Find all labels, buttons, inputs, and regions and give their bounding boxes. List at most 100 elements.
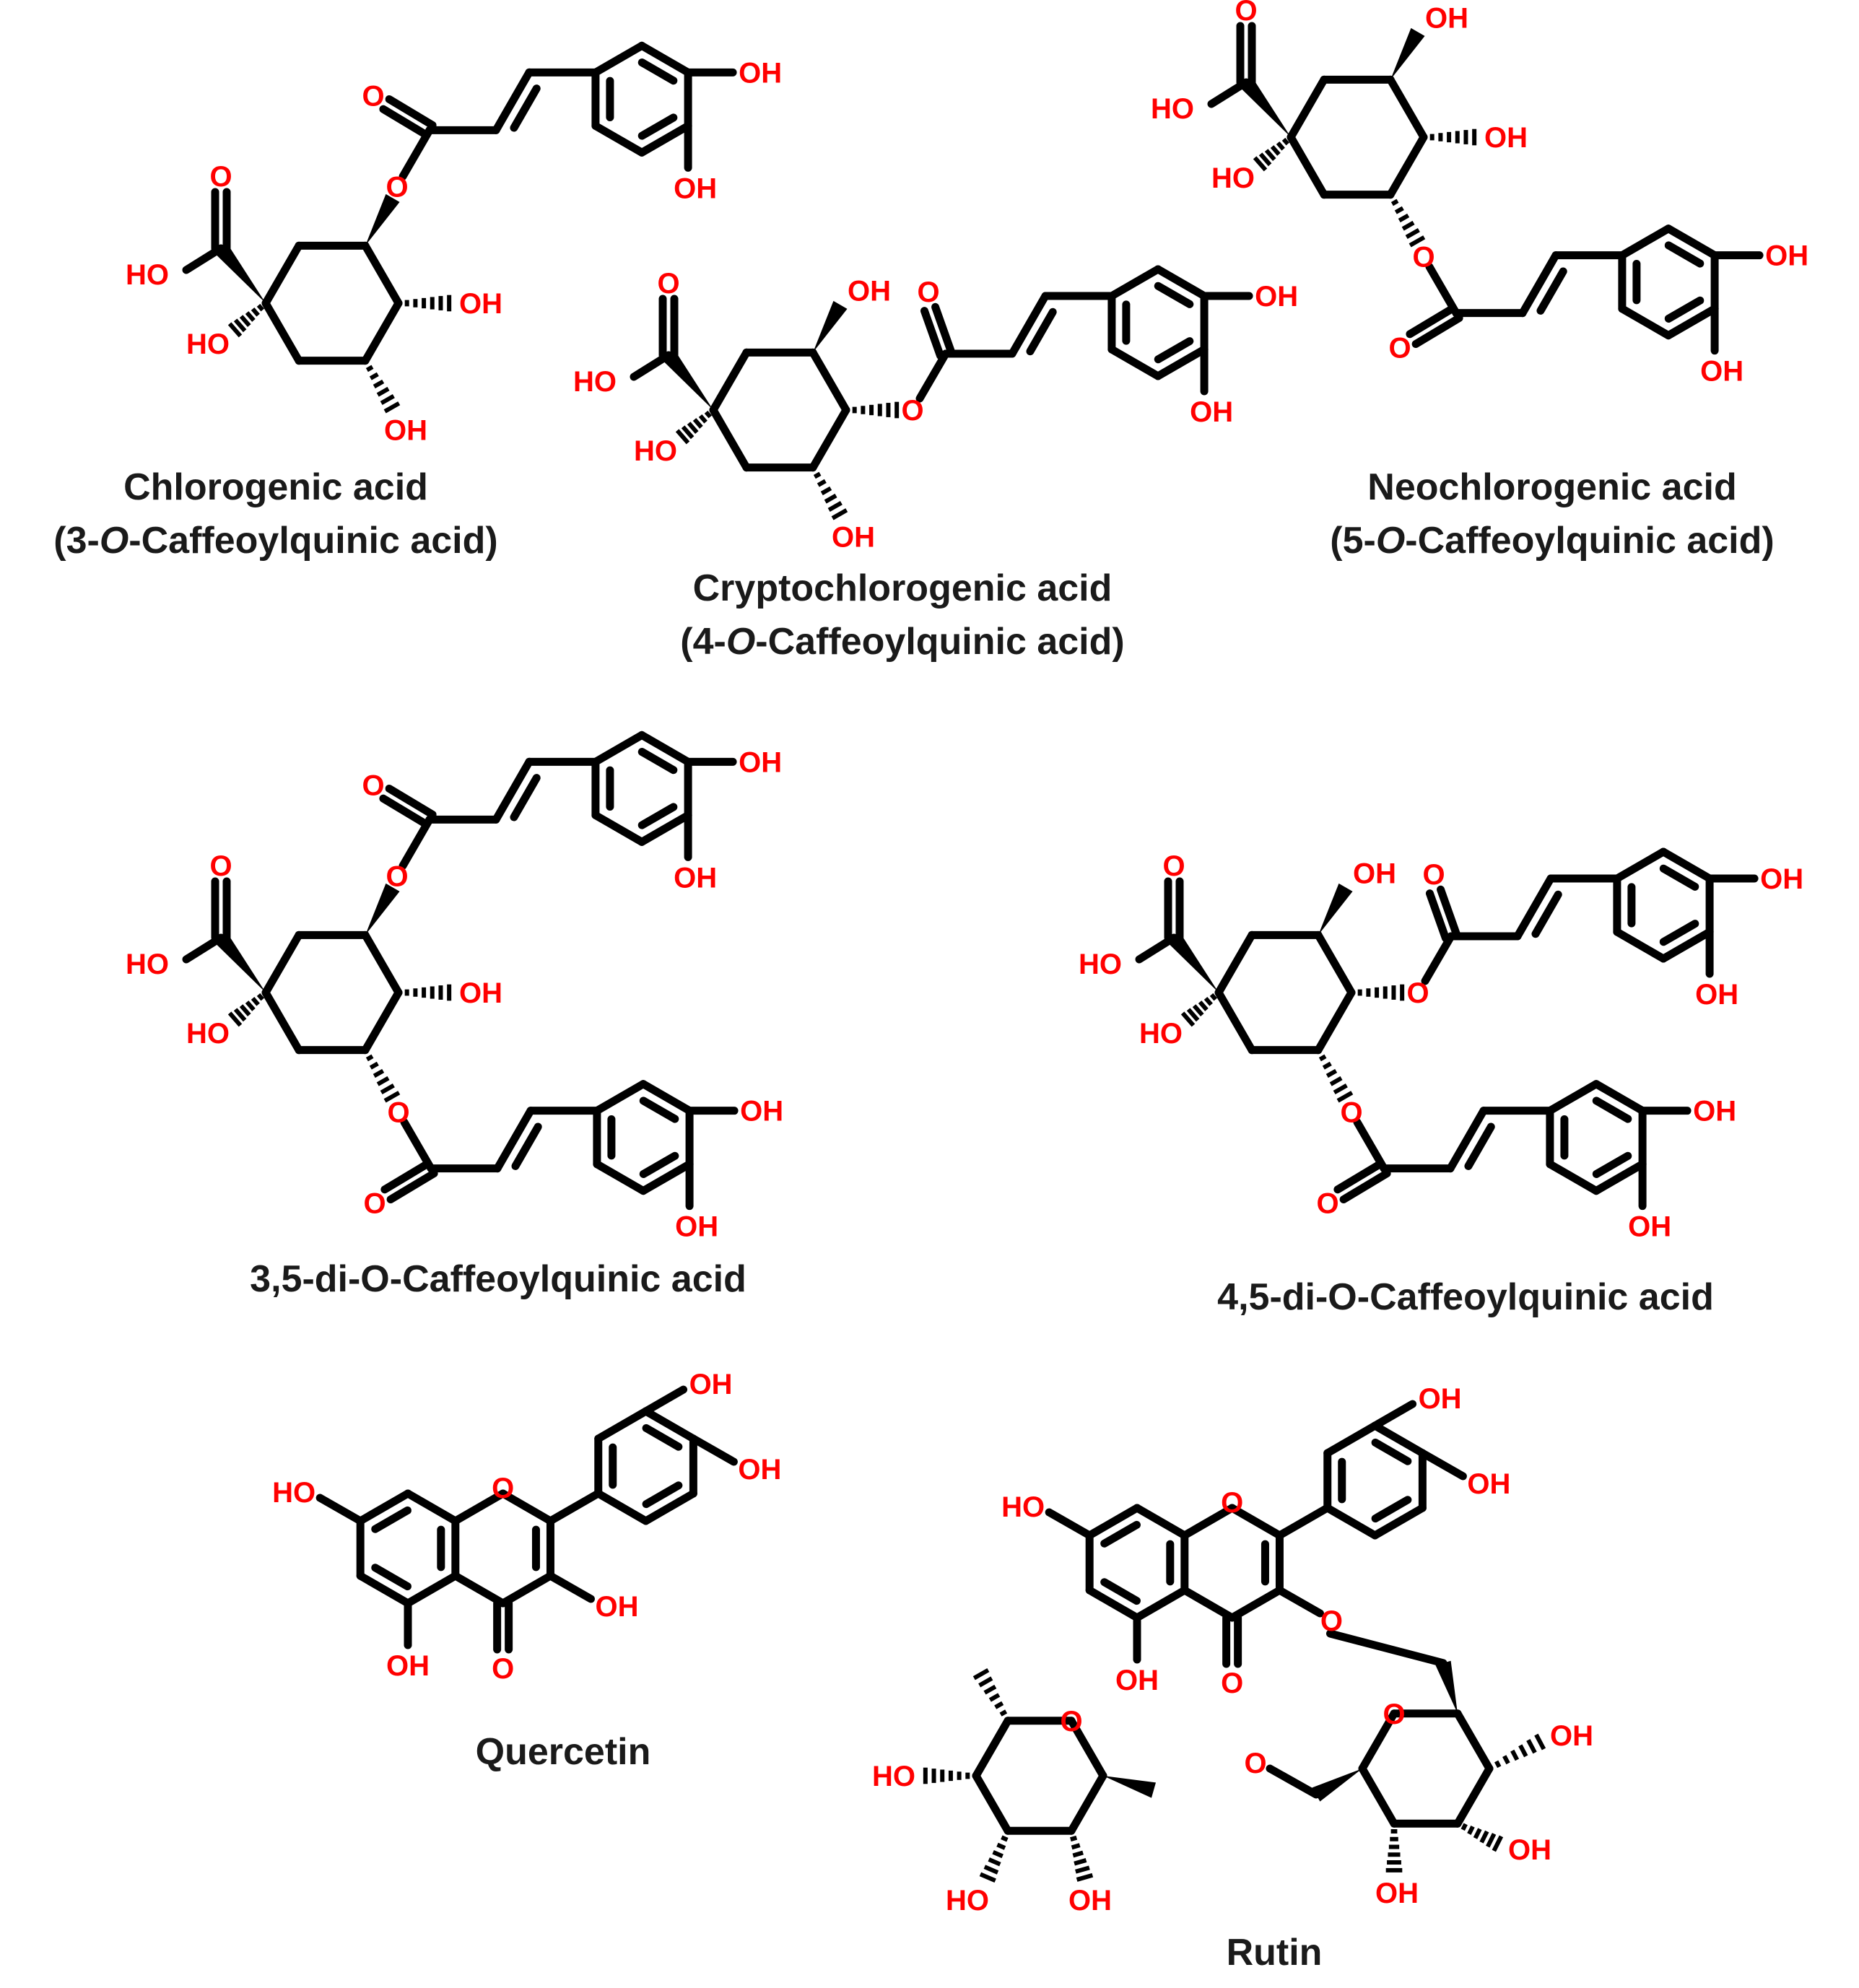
bond <box>1339 1169 1391 1204</box>
bond <box>182 244 225 274</box>
atom-label: OH <box>1700 356 1743 388</box>
bond <box>1154 282 1194 308</box>
bond <box>1067 1771 1107 1835</box>
bond <box>591 731 646 766</box>
bond <box>1085 1586 1141 1622</box>
bond <box>1592 1160 1647 1195</box>
bond <box>1228 1504 1284 1540</box>
bond <box>1135 933 1178 964</box>
wedge-bond <box>214 933 266 993</box>
caption-neochlorogenic-acid: Neochlorogenic acid (5-O-Caffeoylquinic … <box>1330 461 1774 567</box>
bond <box>637 811 692 846</box>
wedge-bond <box>1167 933 1219 993</box>
bond <box>1592 1151 1632 1178</box>
bond <box>593 1160 648 1195</box>
caption-alt-name: (3-O-Caffeoylquinic acid) <box>53 520 498 562</box>
atom-label: O <box>1388 333 1411 365</box>
bond <box>499 1571 554 1608</box>
bond <box>1446 1107 1488 1173</box>
bond <box>1371 1504 1427 1540</box>
hash-bond <box>675 410 713 445</box>
bond <box>972 1771 1012 1835</box>
bond <box>1154 345 1209 380</box>
bond <box>380 1159 432 1194</box>
caption-name: Quercetin <box>475 1731 651 1773</box>
hash-bond <box>813 471 848 520</box>
bond <box>1453 1709 1494 1773</box>
bond <box>1100 1578 1141 1605</box>
bond <box>1411 314 1463 349</box>
bond <box>637 803 678 829</box>
bond <box>637 748 678 775</box>
caption-4-5-dicaffeoylquinic-acid: 4,5-di-O-Caffeoylquinic acid <box>1217 1270 1714 1324</box>
bond <box>1045 1508 1094 1540</box>
bond <box>639 1097 679 1123</box>
atom-label: OH <box>1693 1096 1736 1128</box>
hash-bond <box>1390 199 1426 248</box>
bond <box>1613 847 1668 883</box>
bond <box>1228 1586 1284 1622</box>
atom-label: OH <box>1628 1211 1671 1243</box>
bond <box>361 299 403 365</box>
bond <box>1371 1421 1427 1457</box>
bond <box>709 348 751 414</box>
bond <box>386 1169 438 1204</box>
atom-label: OH <box>832 522 875 554</box>
bond <box>404 1571 460 1608</box>
wedge-bond <box>813 300 848 353</box>
atom-label: O <box>1320 1605 1343 1637</box>
bond <box>1659 928 1714 963</box>
atom-label: O <box>1340 1097 1362 1129</box>
bond <box>1386 75 1428 141</box>
atom-label: O <box>362 80 384 112</box>
bond <box>637 58 678 85</box>
hash-bond <box>1070 1835 1094 1882</box>
bond <box>361 241 403 308</box>
atom-label: OH <box>739 746 782 778</box>
bond <box>972 1717 1012 1780</box>
atom-label: O <box>1162 850 1185 882</box>
wedge-bond <box>1312 1769 1362 1802</box>
bond <box>385 95 437 129</box>
bond <box>642 1424 683 1451</box>
hash-bond <box>972 1667 1008 1717</box>
wedge-bond <box>1103 1776 1157 1798</box>
bond <box>630 351 673 381</box>
atom-label: OH <box>595 1591 638 1623</box>
bond <box>1275 1504 1331 1540</box>
bond <box>1664 224 1719 260</box>
bond <box>1418 1449 1467 1481</box>
hash-bond <box>1460 1823 1504 1852</box>
bond <box>385 784 437 819</box>
atom-label: OH <box>739 57 782 89</box>
wedge-bond <box>662 350 713 410</box>
atom-label: OH <box>674 862 717 894</box>
bond <box>361 988 403 1055</box>
caption-name: Neochlorogenic acid <box>1367 466 1737 508</box>
bond <box>1546 1080 1601 1115</box>
bond <box>451 1571 508 1608</box>
bond <box>1618 305 1673 340</box>
atom-label: OH <box>1484 122 1528 154</box>
bond <box>1323 1421 1380 1457</box>
bond <box>915 349 950 403</box>
atom-label: HO <box>946 1885 989 1917</box>
bond <box>637 731 692 766</box>
atom-label: OH <box>384 415 427 447</box>
atom-label: O <box>492 1473 514 1504</box>
atom-label: O <box>209 161 232 193</box>
bond <box>361 930 403 997</box>
atom-label: OH <box>1760 863 1803 895</box>
bond <box>1214 930 1256 997</box>
atom-label: HO <box>186 1018 230 1050</box>
bond <box>1100 1520 1141 1548</box>
bond <box>1659 864 1699 891</box>
bond <box>1664 305 1719 340</box>
bond <box>1287 133 1328 199</box>
atom-label: OH <box>1255 281 1298 313</box>
bond <box>493 1107 535 1173</box>
bond <box>499 1489 554 1525</box>
bond <box>642 1407 697 1443</box>
bond <box>1107 265 1162 300</box>
atom-label: HO <box>1001 1491 1045 1523</box>
